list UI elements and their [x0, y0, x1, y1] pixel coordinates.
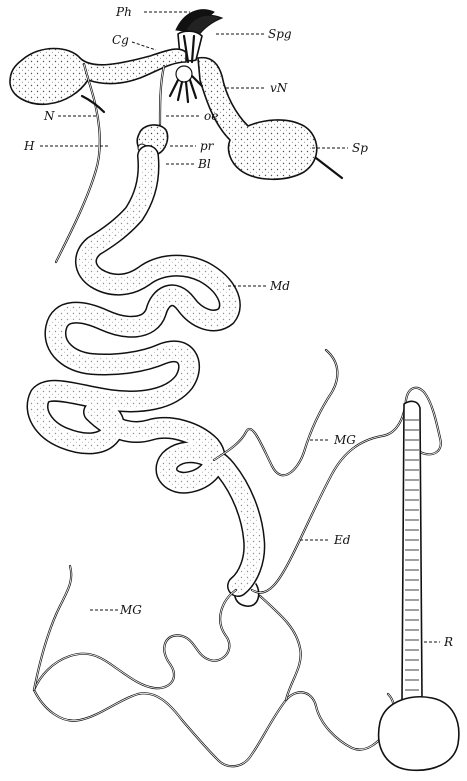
label-r: R — [443, 635, 453, 649]
label-cg: Cg — [112, 33, 129, 47]
label-pr: pr — [200, 139, 215, 153]
label-spg: Spg — [268, 27, 292, 41]
label-md: Md — [269, 279, 290, 293]
midgut — [37, 156, 258, 606]
label-ed: Ed — [333, 533, 351, 547]
label-n: N — [43, 109, 55, 123]
label-mg-lower: MG — [119, 603, 142, 617]
label-mg-upper: MG — [333, 433, 356, 447]
malpighian-tubule-upper — [214, 350, 337, 475]
label-vn: vN — [270, 81, 288, 95]
label-ph: Ph — [115, 5, 132, 19]
label-h: H — [23, 139, 35, 153]
label-sp: Sp — [352, 141, 368, 155]
label-oe: oe — [204, 109, 218, 123]
oesophagus — [160, 66, 164, 124]
rectum — [379, 401, 459, 770]
malpighian-tubule-lower — [34, 566, 394, 766]
ganglia-tuft — [170, 66, 202, 102]
label-bl: Bl — [197, 157, 211, 171]
salivary-gland-right — [198, 58, 342, 180]
